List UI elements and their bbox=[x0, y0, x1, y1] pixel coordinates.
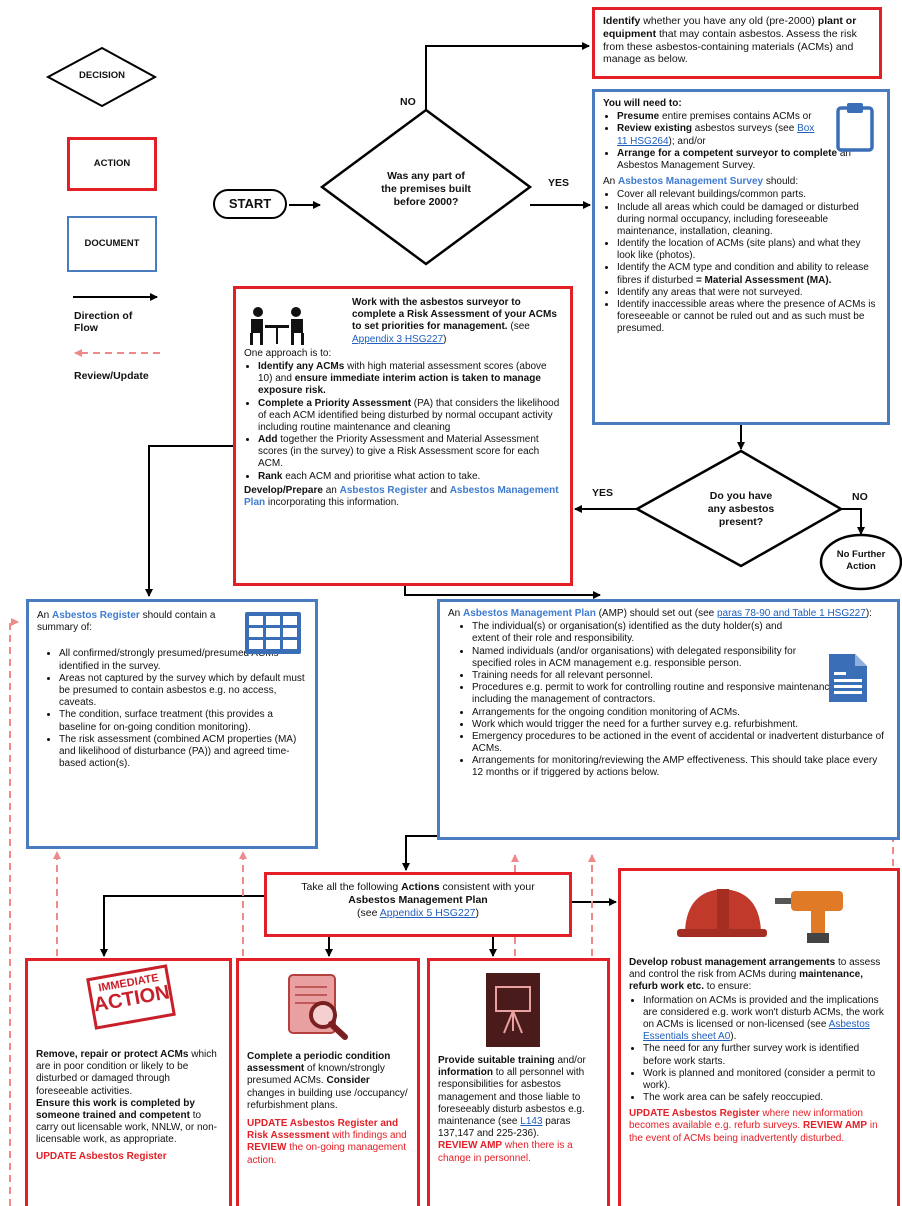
decision1-question: Was any part of the premises built befor… bbox=[381, 170, 471, 208]
decision2-no-label: NO bbox=[852, 491, 868, 503]
survey-should-item: Cover all relevant buildings/common part… bbox=[617, 189, 879, 201]
paras78-link[interactable]: paras 78-90 and Table 1 HSG227 bbox=[717, 608, 866, 619]
register-item: The condition, surface treatment (this p… bbox=[59, 709, 307, 733]
plan-item: Arrangements for the ongoing condition m… bbox=[472, 707, 889, 719]
document-icon bbox=[829, 654, 867, 702]
legend-review-label: Review/Update bbox=[74, 370, 149, 382]
presentation-icon bbox=[486, 973, 540, 1047]
remove-repair-box: IMMEDIATE ACTION Remove, repair or prote… bbox=[25, 958, 232, 1206]
risk-assessment-box: Work with the asbestos surveyor to compl… bbox=[233, 286, 573, 586]
identify-b2: plant or equipment bbox=[603, 15, 857, 40]
l143-link[interactable]: L143 bbox=[520, 1115, 543, 1127]
plan-item: Named individuals (and/or organisations)… bbox=[472, 646, 812, 670]
decision2-question: Do you have any asbestos present? bbox=[707, 490, 775, 528]
appendix3-link[interactable]: Appendix 3 HSG227 bbox=[352, 333, 444, 345]
remove-update: UPDATE Asbestos Register bbox=[36, 1150, 167, 1162]
decision2-shape bbox=[634, 449, 844, 568]
hard-hat-icon bbox=[677, 889, 767, 937]
survey-should-item: Identify inaccessible areas where the pr… bbox=[617, 299, 879, 336]
management-survey-box: You will need to: Presume entire premise… bbox=[592, 89, 890, 425]
identify-t1: whether you have any old (pre-2000) bbox=[640, 15, 818, 27]
risk-step: Rank each ACM and prioritise what action… bbox=[258, 471, 562, 483]
periodic-assessment-box: Complete a periodic condition assessment… bbox=[236, 958, 420, 1206]
legend-document-label: DOCUMENT bbox=[84, 238, 140, 249]
decision1-no-label: NO bbox=[400, 96, 416, 108]
no-further-action-shape bbox=[819, 533, 902, 591]
start-terminal: START bbox=[213, 189, 287, 219]
risk-step: Complete a Priority Assessment (PA) that… bbox=[258, 398, 562, 435]
decision1-yes-label: YES bbox=[548, 177, 570, 189]
no-further-action: No Further Action bbox=[836, 549, 886, 573]
decision2-yes-label: YES bbox=[592, 487, 614, 499]
survey-should-item: Identify the ACM type and condition and … bbox=[617, 262, 879, 286]
plan-item: Training needs for all relevant personne… bbox=[472, 670, 889, 682]
survey-heading: You will need to: bbox=[603, 98, 682, 109]
asbestos-management-plan-box: An Asbestos Management Plan (AMP) should… bbox=[437, 599, 900, 840]
immediate-action-stamp: IMMEDIATE ACTION bbox=[86, 964, 176, 1030]
identify-b1: Identify bbox=[603, 15, 641, 27]
develop-item: The work area can be safely reoccupied. bbox=[643, 1092, 889, 1104]
legend-document-box: DOCUMENT bbox=[67, 216, 157, 272]
drill-icon bbox=[775, 891, 843, 943]
survey-should-item: Identify the location of ACMs (site plan… bbox=[617, 238, 879, 262]
risk-intro: One approach is to: bbox=[244, 347, 332, 359]
register-item: All confirmed/strongly presumed/presumed… bbox=[59, 648, 307, 672]
risk-step: Identify any ACMs with high material ass… bbox=[258, 361, 562, 398]
legend-decision-label: DECISION bbox=[79, 70, 125, 81]
plan-item: Emergency procedures to be actioned in t… bbox=[472, 731, 889, 755]
clipboard-icon bbox=[836, 103, 874, 152]
legend-decision-shape bbox=[45, 46, 158, 108]
register-item: Areas not captured by the survey which b… bbox=[59, 673, 307, 710]
magnifier-document-icon bbox=[288, 974, 348, 1040]
survey-need-item: Arrange for a competent surveyor to comp… bbox=[617, 148, 887, 172]
survey-need-item: Review existing asbestos surveys (see Bo… bbox=[617, 123, 822, 147]
plan-item: The individual(s) or organisation(s) ide… bbox=[472, 621, 802, 645]
identify-plant-box: Identify whether you have any old (pre-2… bbox=[592, 7, 882, 79]
develop-arrangements-box: Develop robust management arrangements t… bbox=[618, 868, 900, 1206]
take-actions-box: Take all the following Actions consisten… bbox=[264, 872, 572, 937]
asbestos-essentials-link[interactable]: Asbestos Essentials sheet A0 bbox=[643, 1018, 870, 1043]
survey-need-item: Presume entire premises contains ACMs or bbox=[617, 111, 822, 123]
meeting-icon bbox=[250, 307, 304, 345]
risk-step: Add together the Priority Assessment and… bbox=[258, 434, 562, 471]
plan-item: Procedures e.g. permit to work for contr… bbox=[472, 682, 889, 706]
table-grid-icon bbox=[245, 612, 301, 654]
legend-direction-label: Direction of Flow bbox=[74, 310, 133, 334]
register-item: The risk assessment (combined ACM proper… bbox=[59, 734, 307, 771]
box11-link[interactable]: Box 11 HSG264 bbox=[617, 123, 815, 147]
identify-t2: that may contain asbestos. Assess the ri… bbox=[603, 27, 857, 66]
survey-should-item: Include all areas which could be damaged… bbox=[617, 202, 879, 239]
develop-item: Information on ACMs is provided and the … bbox=[643, 995, 889, 1044]
survey-term: Asbestos Management Survey bbox=[618, 176, 764, 188]
legend-action-box: ACTION bbox=[67, 137, 157, 191]
asbestos-register-box: An Asbestos Register should contain a su… bbox=[26, 599, 318, 849]
decision1-shape bbox=[319, 108, 533, 266]
training-box: Provide suitable training and/or informa… bbox=[427, 958, 610, 1206]
plan-item: Work which would trigger the need for a … bbox=[472, 719, 889, 731]
plan-item: Arrangements for monitoring/reviewing th… bbox=[472, 755, 889, 779]
develop-item: The need for any further survey work is … bbox=[643, 1043, 889, 1067]
develop-item: Work is planned and monitored (consider … bbox=[643, 1068, 889, 1092]
appendix5-link[interactable]: Appendix 5 HSG227 bbox=[379, 906, 476, 919]
legend-action-label: ACTION bbox=[93, 158, 131, 169]
survey-should-item: Identify any areas that were not surveye… bbox=[617, 287, 879, 299]
